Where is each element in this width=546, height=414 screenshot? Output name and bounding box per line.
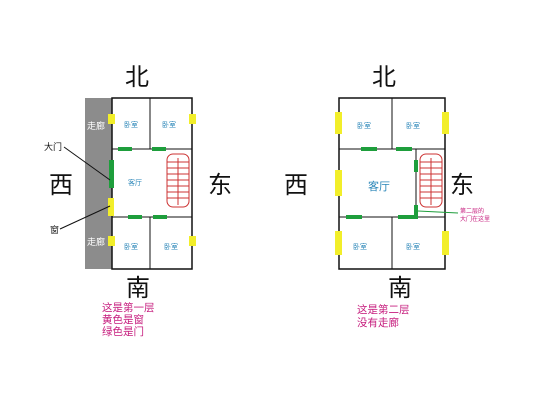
door-marker bbox=[414, 160, 418, 172]
main-door-pointer bbox=[63, 146, 111, 181]
caption-line: 绿色是门 bbox=[102, 325, 144, 338]
window-marker bbox=[442, 231, 449, 255]
plan2-stairs bbox=[419, 153, 443, 208]
window-marker bbox=[335, 231, 342, 255]
window-marker bbox=[189, 114, 196, 124]
door-note-pointer bbox=[417, 210, 459, 214]
north-label: 北 bbox=[372, 63, 396, 91]
bedroom-label: 卧室 bbox=[124, 120, 138, 129]
door-marker bbox=[128, 215, 142, 219]
living-room-label: 客厅 bbox=[128, 178, 142, 187]
plan1-stairs bbox=[166, 153, 190, 208]
door-marker bbox=[153, 215, 167, 219]
bedroom-label: 卧室 bbox=[406, 121, 420, 130]
caption-line: 这是第二层 bbox=[357, 303, 410, 316]
west-label: 西 bbox=[49, 171, 73, 199]
caption-line: 没有走廊 bbox=[357, 316, 399, 329]
door-note-line: 大门在这里 bbox=[460, 215, 490, 223]
plan-second-floor: 北 西 东 南 卧室 卧室 客厅 卧室 卧室 bbox=[284, 63, 490, 329]
door-marker bbox=[346, 215, 362, 219]
bedroom-label: 卧室 bbox=[357, 121, 371, 130]
window-marker bbox=[335, 112, 342, 134]
window-marker bbox=[108, 236, 115, 246]
door-marker bbox=[398, 215, 414, 219]
main-door-marker bbox=[109, 160, 114, 188]
main-door-label: 大门 bbox=[44, 141, 62, 153]
bedroom-label: 卧室 bbox=[124, 242, 138, 251]
plan-first-floor: 北 西 东 南 走廊 走廊 卧室 卧室 客厅 卧室 卧室 bbox=[44, 63, 232, 338]
corridor-strip bbox=[85, 98, 112, 269]
east-label: 东 bbox=[450, 171, 474, 199]
caption-line: 这是第一层 bbox=[102, 301, 155, 314]
south-label: 南 bbox=[388, 274, 412, 302]
window-marker bbox=[108, 114, 115, 124]
corridor-bottom-label: 走廊 bbox=[87, 236, 105, 248]
west-label: 西 bbox=[284, 171, 308, 199]
window-marker bbox=[335, 170, 342, 196]
bedroom-label: 卧室 bbox=[406, 242, 420, 251]
bedroom-label: 卧室 bbox=[164, 242, 178, 251]
window-marker bbox=[189, 236, 196, 246]
north-label: 北 bbox=[125, 63, 149, 91]
caption-line: 黄色是窗 bbox=[102, 313, 144, 326]
window-marker bbox=[442, 112, 449, 134]
window-label: 窗 bbox=[50, 224, 59, 236]
bedroom-label: 卧室 bbox=[353, 242, 367, 251]
window-marker bbox=[108, 198, 114, 216]
door-marker bbox=[361, 147, 377, 151]
south-label: 南 bbox=[126, 274, 150, 302]
door-marker bbox=[396, 147, 412, 151]
door-note-line: 第二层的 bbox=[460, 207, 484, 215]
corridor-top-label: 走廊 bbox=[87, 120, 105, 132]
second-floor-main-door bbox=[414, 205, 418, 219]
door-marker bbox=[118, 147, 132, 151]
east-label: 东 bbox=[208, 171, 232, 199]
bedroom-label: 卧室 bbox=[162, 120, 176, 129]
window-pointer bbox=[59, 205, 111, 230]
door-marker bbox=[152, 147, 166, 151]
living-room-label: 客厅 bbox=[368, 179, 390, 193]
